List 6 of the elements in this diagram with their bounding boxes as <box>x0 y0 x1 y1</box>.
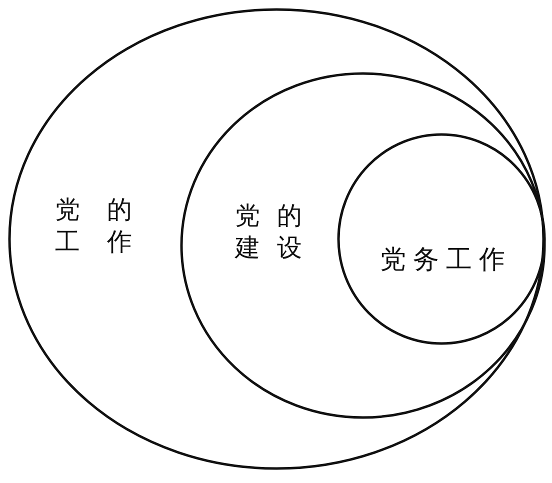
ellipse-region <box>337 133 546 345</box>
ellipse-region <box>180 72 546 419</box>
ellipse-region <box>8 8 545 470</box>
region-label: 党的工作 <box>55 194 159 258</box>
region-label: 党的建设 <box>235 200 319 264</box>
region-label: 党务工作 <box>380 244 513 277</box>
